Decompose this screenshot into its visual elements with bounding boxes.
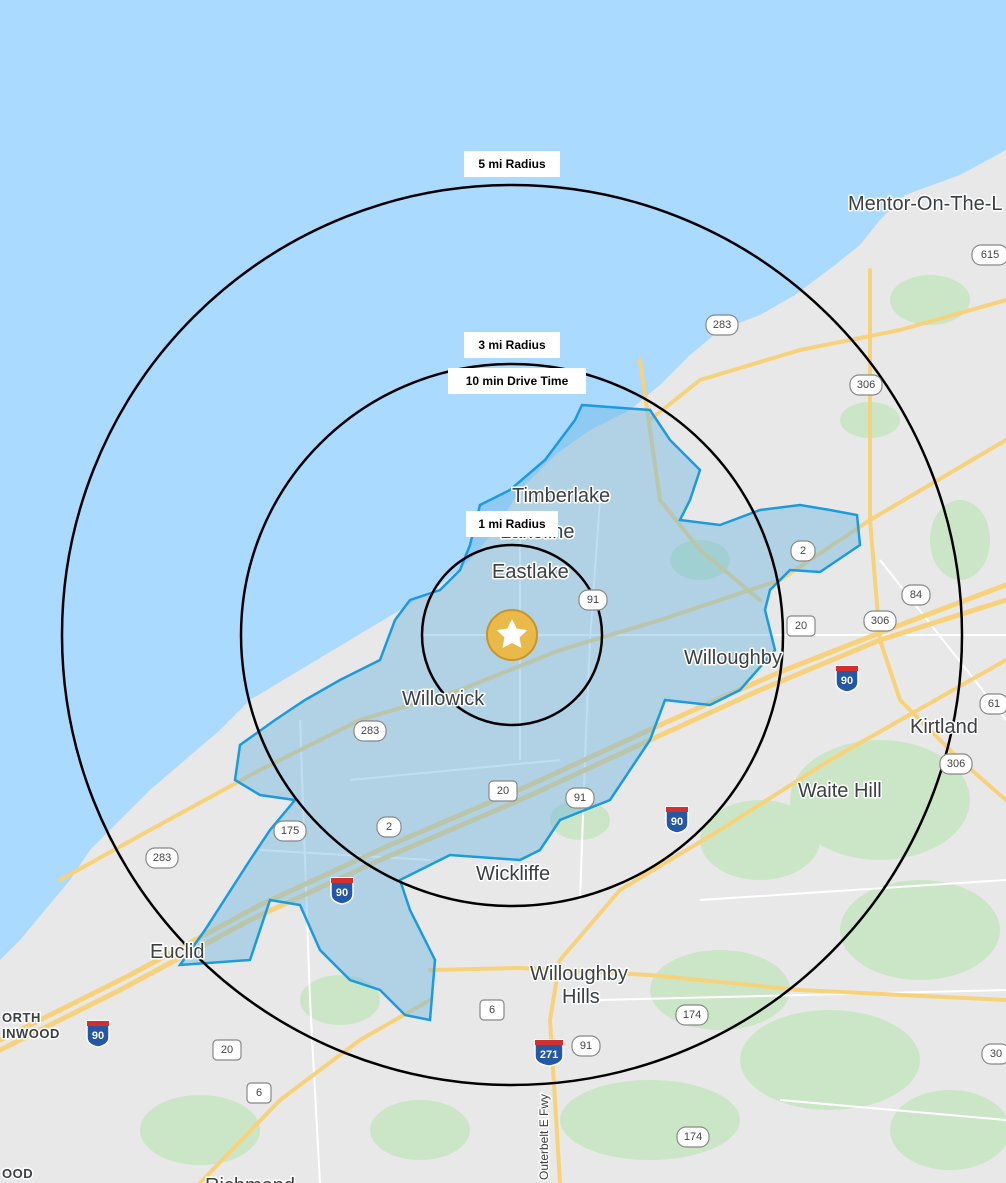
- svg-text:91: 91: [587, 594, 599, 606]
- svg-text:283: 283: [153, 852, 171, 864]
- parks: [140, 275, 1006, 1170]
- ring-label-5mi: 5 mi Radius: [464, 151, 560, 177]
- route-shield: 174: [676, 1126, 710, 1148]
- svg-text:306: 306: [857, 379, 875, 391]
- place-north-line2: INWOOD: [2, 1026, 60, 1041]
- place-willowick: Willowick: [402, 688, 485, 710]
- route-shield: 283: [705, 314, 739, 336]
- place-waite-hill: Waite Hill: [798, 780, 882, 802]
- route-shield: 615: [971, 244, 1006, 266]
- road-label-outerbelt: Outerbelt E Fwy: [537, 1094, 551, 1180]
- ring-label-1mi: 1 mi Radius: [466, 511, 558, 537]
- svg-text:615: 615: [981, 249, 999, 261]
- place-euclid: Euclid: [150, 941, 204, 963]
- svg-text:30: 30: [990, 1048, 1002, 1060]
- place-north-line1: ORTH: [2, 1010, 41, 1025]
- svg-text:174: 174: [684, 1131, 702, 1143]
- place-richmond: Richmond: [205, 1175, 295, 1183]
- route-shield: 84: [901, 584, 931, 606]
- ring-3mi: [239, 362, 785, 908]
- star-icon: [496, 619, 528, 648]
- place-dood: OOD: [2, 1166, 33, 1181]
- place-eastlake: Eastlake: [492, 561, 569, 583]
- site-marker[interactable]: [486, 609, 538, 661]
- svg-text:90: 90: [671, 816, 683, 828]
- svg-text:91: 91: [580, 1040, 592, 1052]
- svg-text:271: 271: [540, 1049, 558, 1061]
- place-wickliffe: Wickliffe: [476, 863, 550, 885]
- drive-time-polygon[interactable]: [177, 403, 862, 1022]
- svg-text:20: 20: [795, 620, 807, 632]
- route-shield: 91: [571, 1035, 601, 1057]
- interstate-shield: 90: [665, 806, 689, 834]
- radius-rings: [60, 183, 964, 1087]
- svg-text:3 mi Radius: 3 mi Radius: [478, 338, 546, 352]
- route-shield: 20: [212, 1039, 242, 1061]
- interstate-shield: 90: [835, 665, 859, 693]
- svg-text:5 mi Radius: 5 mi Radius: [478, 157, 546, 171]
- route-shield: 2: [790, 540, 816, 562]
- svg-text:20: 20: [221, 1044, 233, 1056]
- interstate-shield: 271: [534, 1039, 564, 1067]
- route-shield: 6: [246, 1082, 272, 1104]
- svg-text:2: 2: [800, 545, 806, 557]
- svg-text:91: 91: [574, 792, 586, 804]
- svg-text:90: 90: [92, 1030, 104, 1042]
- svg-text:283: 283: [713, 319, 731, 331]
- interstate-shield: 90: [86, 1020, 110, 1048]
- svg-text:283: 283: [361, 725, 379, 737]
- svg-text:2: 2: [386, 821, 392, 833]
- svg-text:175: 175: [281, 825, 299, 837]
- route-shield: 61: [979, 693, 1006, 715]
- route-shields: 615 283 306 2 84 20 306 91 61 306 283 20…: [145, 244, 1006, 1148]
- place-willoughby-hills-line1: Willoughby: [530, 963, 628, 985]
- svg-text:84: 84: [910, 589, 922, 601]
- route-shield: 306: [863, 610, 897, 632]
- place-willoughby: Willoughby: [684, 647, 782, 669]
- route-shield: 2: [376, 816, 402, 838]
- lake-erie: [0, 0, 1006, 960]
- interstate-shield: 90: [330, 877, 354, 905]
- svg-text:1 mi Radius: 1 mi Radius: [478, 517, 546, 531]
- route-shield: 30: [981, 1043, 1006, 1065]
- route-shield: 6: [479, 999, 505, 1021]
- route-shield: 306: [939, 753, 973, 775]
- ring-label-drive-time: 10 min Drive Time: [448, 368, 586, 394]
- route-shield: 91: [565, 787, 595, 809]
- place-willoughby-hills-line2: Hills: [562, 986, 600, 1008]
- ring-5mi: [60, 183, 964, 1087]
- route-shield: 91: [578, 589, 608, 611]
- svg-text:10 min Drive Time: 10 min Drive Time: [466, 374, 569, 388]
- svg-text:20: 20: [497, 785, 509, 797]
- interstate-shields: 90 90 90 90 271: [86, 665, 859, 1067]
- svg-text:6: 6: [256, 1087, 262, 1099]
- svg-text:306: 306: [947, 758, 965, 770]
- route-shield: 175: [273, 820, 307, 842]
- svg-text:174: 174: [683, 1009, 701, 1021]
- route-shield: 283: [145, 847, 179, 869]
- route-shield: 306: [849, 374, 883, 396]
- place-kirtland: Kirtland: [910, 716, 978, 738]
- svg-text:6: 6: [489, 1004, 495, 1016]
- ring-label-3mi: 3 mi Radius: [464, 332, 560, 358]
- svg-text:61: 61: [988, 698, 1000, 710]
- svg-text:306: 306: [871, 615, 889, 627]
- route-shield: 20: [786, 615, 816, 637]
- place-mentor: Mentor-On-The-L: [848, 193, 1003, 215]
- svg-text:90: 90: [336, 887, 348, 899]
- route-shield: 283: [353, 720, 387, 742]
- route-shield: 20: [488, 780, 518, 802]
- place-timberlake: Timberlake: [512, 485, 610, 507]
- route-shield: 174: [675, 1004, 709, 1026]
- ring-1mi: [420, 543, 604, 727]
- svg-text:90: 90: [841, 675, 853, 687]
